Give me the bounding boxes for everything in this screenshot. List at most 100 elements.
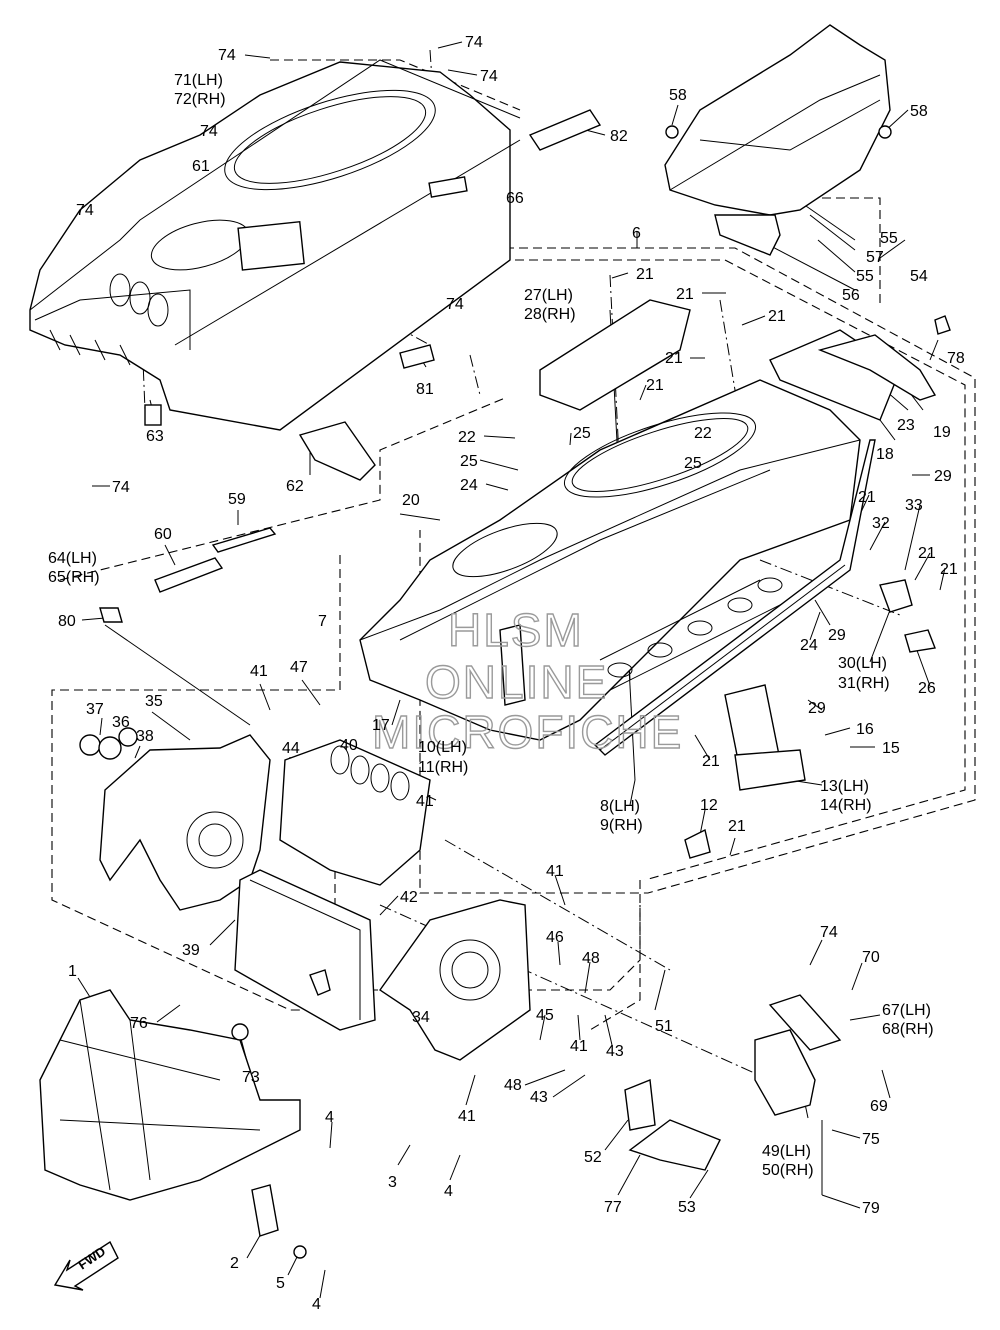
callout: 9(RH) bbox=[600, 817, 643, 834]
callout: 42 bbox=[400, 889, 418, 906]
callout: 29 bbox=[828, 627, 846, 644]
callout: 38 bbox=[136, 728, 154, 745]
callout: 65(RH) bbox=[48, 569, 100, 586]
callout: 11(RH) bbox=[418, 759, 468, 776]
callout: 74 bbox=[446, 296, 464, 313]
callout: 22 bbox=[694, 425, 712, 442]
callout: 20 bbox=[402, 492, 420, 509]
callout: 82 bbox=[610, 128, 628, 145]
callout: 64(LH) bbox=[48, 550, 97, 567]
callout: 21 bbox=[768, 308, 786, 325]
callout: 2 bbox=[230, 1255, 239, 1272]
callout: 74 bbox=[200, 123, 218, 140]
right-side-plate bbox=[379, 899, 531, 1061]
callout: 49(LH) bbox=[762, 1143, 811, 1160]
callout: 74 bbox=[112, 479, 130, 496]
callout: 74 bbox=[480, 68, 498, 85]
callout: 21 bbox=[940, 561, 958, 578]
callout: 32 bbox=[872, 515, 890, 532]
callout: 8(LH) bbox=[600, 798, 640, 815]
callout: 71(LH) bbox=[174, 72, 223, 89]
callout: 21 bbox=[636, 266, 654, 283]
callout: 21 bbox=[728, 818, 746, 835]
callout: 62 bbox=[286, 478, 304, 495]
left-side-plate bbox=[79, 727, 271, 911]
callout: 31(RH) bbox=[838, 675, 890, 692]
callout: 23 bbox=[897, 417, 915, 434]
callout: 63 bbox=[146, 428, 164, 445]
callout: 52 bbox=[584, 1149, 602, 1166]
callout: 74 bbox=[820, 924, 838, 941]
callout: 53 bbox=[678, 1199, 696, 1216]
callout: 44 bbox=[282, 740, 300, 757]
callout: 41 bbox=[458, 1108, 476, 1125]
callout: 29 bbox=[934, 468, 952, 485]
callout: 41 bbox=[546, 863, 564, 880]
callout: 17 bbox=[372, 717, 390, 734]
callout: 55 bbox=[880, 230, 898, 247]
callout: 25 bbox=[684, 455, 702, 472]
callout: 45 bbox=[536, 1007, 554, 1024]
callout: 27(LH) bbox=[524, 287, 573, 304]
callout: 18 bbox=[876, 446, 894, 463]
callout: 70 bbox=[862, 949, 880, 966]
callout: 77 bbox=[604, 1199, 622, 1216]
front-frame bbox=[39, 989, 301, 1201]
callout: 50(RH) bbox=[762, 1162, 814, 1179]
front-rail bbox=[593, 439, 876, 756]
callout: 60 bbox=[154, 526, 172, 543]
callout: 48 bbox=[504, 1077, 522, 1094]
callout-labels: 74 74 74 71(LH) 72(RH) 74 61 74 66 82 81… bbox=[48, 34, 965, 1313]
callout: 67(LH) bbox=[882, 1002, 931, 1019]
callout: 41 bbox=[570, 1038, 588, 1055]
callout: 12 bbox=[700, 797, 718, 814]
main-chassis bbox=[359, 379, 861, 741]
rear-tunnel-panel bbox=[29, 59, 521, 431]
callout: 66 bbox=[506, 190, 524, 207]
callout: 72(RH) bbox=[174, 91, 226, 108]
callout: 21 bbox=[646, 377, 664, 394]
callout: 61 bbox=[192, 158, 210, 175]
callout: 21 bbox=[858, 489, 876, 506]
callout: 5 bbox=[276, 1275, 285, 1292]
callout: 58 bbox=[669, 87, 687, 104]
callout: 48 bbox=[582, 950, 600, 967]
callout: 15 bbox=[882, 740, 900, 757]
callout: 16 bbox=[856, 721, 874, 738]
callout: 14(RH) bbox=[820, 797, 872, 814]
callout: 4 bbox=[312, 1296, 321, 1313]
callout: 21 bbox=[918, 545, 936, 562]
callout: 4 bbox=[325, 1109, 334, 1126]
callout: 34 bbox=[412, 1009, 430, 1026]
callout: 74 bbox=[218, 47, 236, 64]
callout: 47 bbox=[290, 659, 308, 676]
callout: 59 bbox=[228, 491, 246, 508]
callout: 46 bbox=[546, 929, 564, 946]
callout: 73 bbox=[242, 1069, 260, 1086]
callout: 57 bbox=[866, 249, 884, 266]
cross-panel bbox=[279, 739, 431, 886]
callout: 21 bbox=[665, 350, 683, 367]
callout: 4 bbox=[444, 1183, 453, 1200]
callout: 74 bbox=[465, 34, 483, 51]
callout: 81 bbox=[416, 381, 434, 398]
callout: 39 bbox=[182, 942, 200, 959]
callout: 1 bbox=[68, 963, 77, 980]
callout: 58 bbox=[910, 103, 928, 120]
callout: 56 bbox=[842, 287, 860, 304]
callout: 54 bbox=[910, 268, 928, 285]
heat-exchanger bbox=[234, 869, 376, 1031]
callout: 33 bbox=[905, 497, 923, 514]
callout: 30(LH) bbox=[838, 655, 887, 672]
watermark: HLSM ONLINE MICROFICHE bbox=[371, 603, 683, 758]
callout: 21 bbox=[702, 753, 720, 770]
callout: 19 bbox=[933, 424, 951, 441]
watermark-line-3: MICROFICHE bbox=[372, 706, 683, 758]
callout: 25 bbox=[573, 425, 591, 442]
callout: 36 bbox=[112, 714, 130, 731]
small-brackets bbox=[298, 299, 951, 859]
callout: 76 bbox=[130, 1015, 148, 1032]
callout: 37 bbox=[86, 701, 104, 718]
callout: 21 bbox=[676, 286, 694, 303]
